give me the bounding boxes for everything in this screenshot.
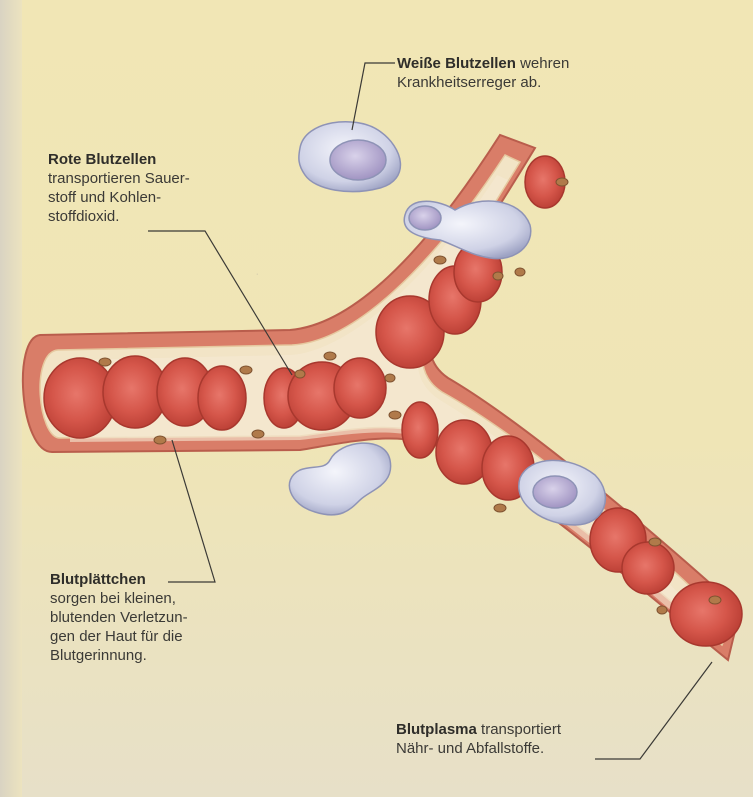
label-white-blood-cells: Weiße Blutzellen wehren Krankheitserrege… <box>397 54 569 92</box>
label-white-blood-cells-title: Weiße Blutzellen <box>397 55 516 72</box>
label-blood-plasma: Blutplasma transportiert Nähr- und Abfal… <box>396 720 561 758</box>
platelet <box>99 358 111 366</box>
white-blood-cell-nucleus <box>409 206 441 230</box>
red-blood-cell <box>670 582 742 646</box>
platelet <box>252 430 264 438</box>
platelet <box>494 504 506 512</box>
platelet <box>434 256 446 264</box>
platelet <box>385 374 395 382</box>
white-blood-cell <box>289 443 390 515</box>
platelet <box>240 366 252 374</box>
platelet <box>709 596 721 604</box>
label-red-blood-cells: Rote Blutzellen transportieren Sauer- st… <box>48 150 190 226</box>
platelet <box>657 606 667 614</box>
platelet <box>556 178 568 186</box>
red-blood-cell <box>622 542 674 594</box>
platelet <box>649 538 661 546</box>
leader-line-white-cells <box>352 63 395 130</box>
platelet <box>295 370 305 378</box>
label-red-blood-cells-title: Rote Blutzellen <box>48 151 156 168</box>
red-blood-cell <box>402 402 438 458</box>
red-blood-cell <box>334 358 386 418</box>
platelet <box>389 411 401 419</box>
label-platelets-title: Blutplättchen <box>50 571 146 588</box>
leader-line-plasma <box>595 662 712 759</box>
red-blood-cell <box>198 366 246 430</box>
white-blood-cell-nucleus <box>330 140 386 180</box>
white-blood-cell-nucleus <box>533 476 577 508</box>
platelet <box>493 272 503 280</box>
label-blood-plasma-title: Blutplasma <box>396 721 477 738</box>
platelet <box>154 436 166 444</box>
platelet <box>515 268 525 276</box>
label-platelets: Blutplättchen sorgen bei kleinen, bluten… <box>50 570 188 665</box>
platelet <box>324 352 336 360</box>
leader-line-platelets <box>168 440 215 582</box>
